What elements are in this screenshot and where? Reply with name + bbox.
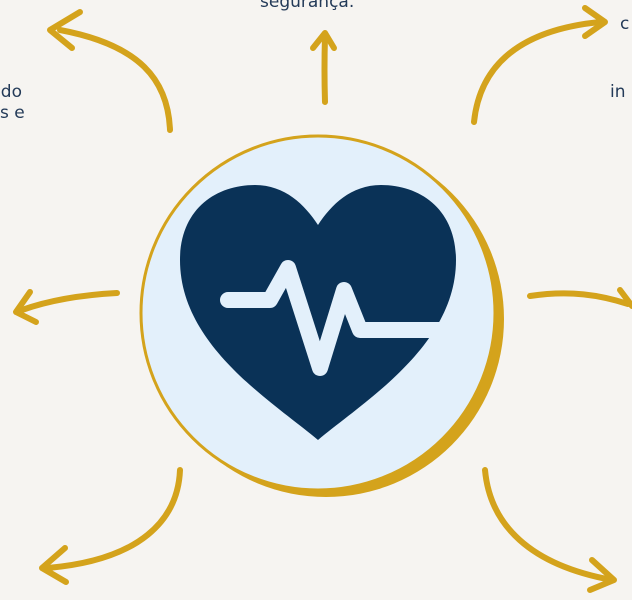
- arrow-mid-left: [13, 289, 120, 325]
- arrow-bottom-right: [482, 467, 617, 593]
- label-top: segurança.: [260, 0, 355, 12]
- arrow-bottom-left: [39, 467, 183, 585]
- arrow-top-left: [47, 9, 173, 133]
- label-right-line1: c: [620, 14, 630, 34]
- label-left-line1: do: [0, 82, 22, 102]
- arrow-top-right: [471, 5, 608, 125]
- heartbeat-icon: [180, 185, 490, 440]
- arrow-top: [310, 30, 337, 105]
- label-right-line2: in: [610, 82, 626, 102]
- arrow-mid-right: [527, 287, 632, 309]
- label-left-line2: s e: [0, 103, 25, 123]
